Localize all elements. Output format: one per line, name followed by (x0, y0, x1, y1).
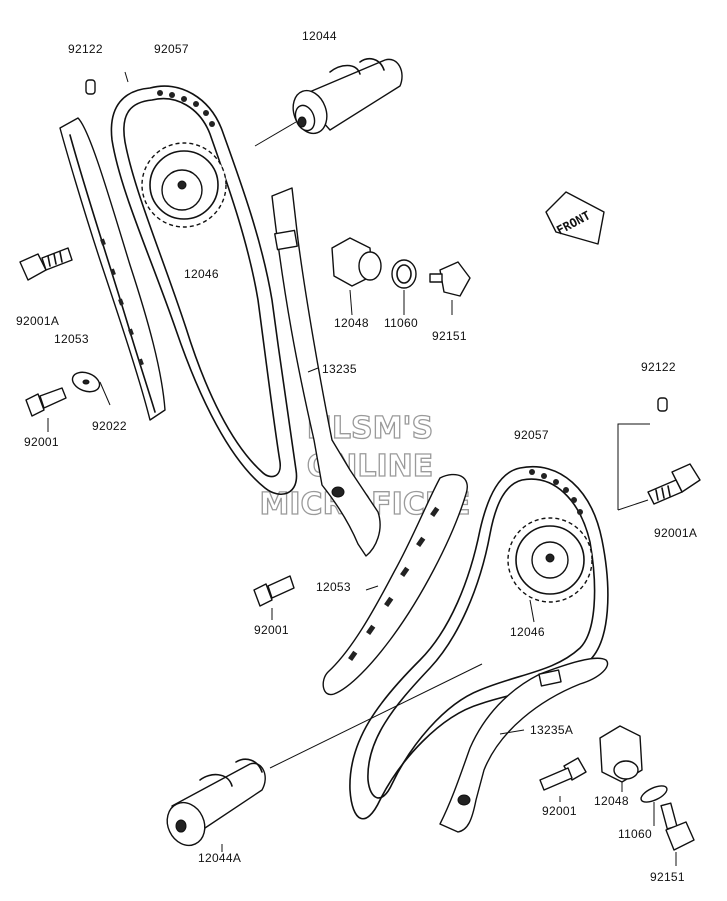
label-12046-top[interactable]: 12046 (184, 267, 219, 281)
label-92022[interactable]: 92022 (92, 419, 127, 433)
label-92151-rear[interactable]: 92151 (650, 870, 685, 884)
label-92151-top[interactable]: 92151 (432, 329, 467, 343)
washer-92022[interactable] (70, 369, 111, 406)
label-13235A[interactable]: 13235A (530, 723, 573, 737)
pin-92122-top[interactable] (85, 71, 129, 95)
front-direction-marker: FRONT (545, 191, 605, 245)
camshaft-12044A[interactable] (160, 663, 483, 852)
label-92122-top[interactable]: 92122 (68, 42, 103, 56)
bolt-92001-rear-low[interactable] (539, 757, 587, 802)
cap-bolt-92151-top[interactable] (429, 261, 471, 315)
label-92001A-rear[interactable]: 92001A (654, 526, 697, 540)
tensioner-12048-top[interactable] (331, 237, 382, 316)
label-11060-top[interactable]: 11060 (384, 316, 418, 330)
label-12048-top[interactable]: 12048 (334, 316, 369, 330)
label-92057-top[interactable]: 92057 (154, 42, 189, 56)
pin-92122-rear[interactable] (617, 397, 668, 510)
label-12053-rear[interactable]: 12053 (316, 580, 351, 594)
label-11060-rear[interactable]: 11060 (618, 827, 652, 841)
label-12053-top[interactable]: 12053 (54, 332, 89, 346)
cap-bolt-92151-rear[interactable] (660, 802, 695, 866)
label-13235[interactable]: 13235 (322, 362, 357, 376)
label-12048-rear[interactable]: 12048 (594, 794, 629, 808)
bolt-92001-top[interactable] (25, 387, 67, 432)
tensioner-12048-rear[interactable] (599, 725, 643, 792)
gasket-11060-rear[interactable] (639, 783, 669, 826)
bolt-92001A-rear[interactable] (617, 463, 701, 511)
chain-guide-13235[interactable] (271, 187, 381, 557)
part-labels: 92122 92057 12044 12046 92001A 12053 920… (16, 29, 697, 884)
chain-guide-13235A[interactable] (439, 657, 609, 833)
label-92001-rear-mid[interactable]: 92001 (254, 623, 289, 637)
label-12044[interactable]: 12044 (302, 29, 337, 43)
label-92001-top[interactable]: 92001 (24, 435, 59, 449)
label-12046-rear[interactable]: 12046 (510, 625, 545, 639)
label-92001A-top[interactable]: 92001A (16, 314, 59, 328)
sprocket-rear[interactable] (507, 517, 593, 623)
bolt-92001-rear-mid[interactable] (253, 575, 295, 620)
label-92057-rear[interactable]: 92057 (514, 428, 549, 442)
chain-guide-12053-top[interactable] (59, 117, 166, 421)
label-92001-rear-low[interactable]: 92001 (542, 804, 577, 818)
label-12044A[interactable]: 12044A (198, 851, 241, 865)
cam-chain-rear[interactable] (349, 465, 609, 820)
label-92122-rear[interactable]: 92122 (641, 360, 676, 374)
sprocket-top[interactable] (141, 142, 227, 228)
chain-guide-12053-rear[interactable] (322, 473, 468, 696)
camshaft-12044[interactable] (254, 57, 403, 147)
gasket-11060-top[interactable] (391, 259, 417, 315)
bolt-92001A-top[interactable] (19, 247, 73, 281)
